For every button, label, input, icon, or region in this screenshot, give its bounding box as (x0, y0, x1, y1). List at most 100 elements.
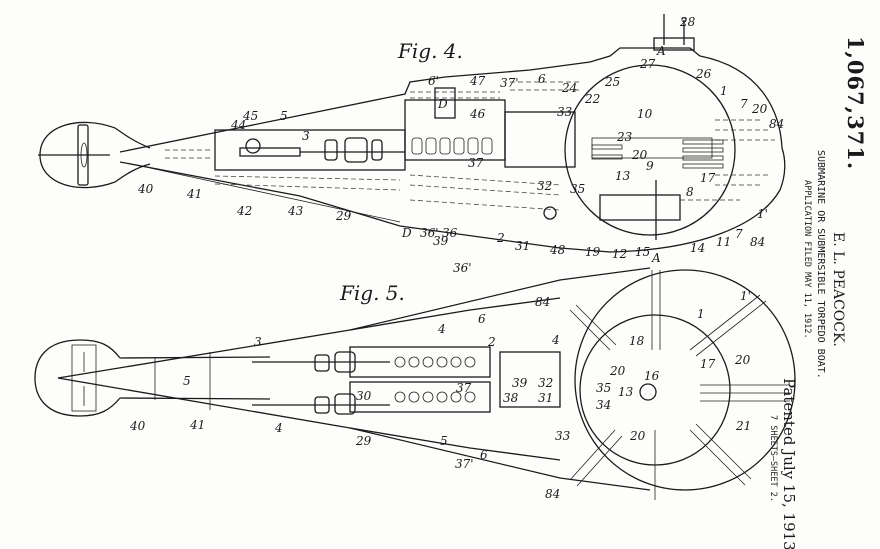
fig4-periscope-cap (681, 17, 687, 23)
fig5-motor-upper (314, 354, 330, 372)
ref5-6: 6 (478, 312, 486, 326)
ref-29: 29 (335, 209, 352, 223)
ref-32: 32 (537, 179, 552, 193)
ref5-6b: 6 (480, 448, 488, 462)
ref-A: A (656, 44, 666, 58)
ref-6: 6 (538, 72, 546, 86)
ref5-5: 5 (183, 374, 191, 388)
ref-D: D (401, 226, 412, 240)
ref-48: 48 (549, 243, 566, 257)
ref5-16: 16 (644, 369, 660, 383)
ref-7b: 7 (735, 227, 743, 241)
ref-25: 25 (604, 75, 620, 89)
fig4-conning-tower (653, 37, 695, 51)
ref-84: 84 (769, 117, 784, 131)
ref-37: 37 (468, 156, 484, 170)
inventor-name: E. L. PEACOCK. (830, 232, 846, 347)
fig4-stern-upper (39, 121, 151, 156)
fig5-torpedo-tubes (569, 270, 790, 500)
ref5-31: 31 (538, 391, 553, 405)
ref-26: 26 (695, 67, 712, 81)
fig5-motor-lower (314, 396, 330, 414)
figure-4-caption: Fig. 4. (397, 39, 463, 63)
ref-84b: 84 (750, 235, 765, 249)
ref5-84: 84 (535, 295, 550, 309)
ref-36: 36 (442, 226, 458, 240)
fig5-outer-hull-lower (349, 427, 651, 491)
fig4-engine-room (214, 129, 406, 171)
fig5-rudder-frame (71, 344, 97, 412)
ref-6-prime: 6' (428, 74, 439, 88)
fig4-torpedo-tubes (591, 139, 724, 169)
ref-27: 27 (639, 57, 656, 71)
sheet-info: 7 SHEETS—SHEET 2. (768, 415, 778, 502)
ref-17: 17 (700, 171, 716, 185)
ref-42: 42 (236, 204, 252, 218)
ref-20b: 20 (631, 148, 648, 162)
ref5-38: 38 (503, 391, 519, 405)
ref-36-prime-b: 36' (453, 261, 472, 275)
ref-43: 43 (287, 204, 304, 218)
ref-1-prime: 1' (757, 207, 768, 221)
figure-5-drawing: Fig. 5. (34, 267, 796, 501)
ref-1: 1 (720, 84, 728, 98)
ref-47: 47 (469, 74, 486, 88)
ref-31: 31 (515, 239, 530, 253)
ref-37-prime: 37' (500, 76, 519, 90)
ref5-13: 13 (618, 385, 634, 399)
patent-title: SUBMARINE OR SUBMERSIBLE TORPEDO BOAT. (815, 150, 826, 379)
ref-11: 11 (716, 235, 731, 249)
ref-40: 40 (137, 182, 154, 196)
ref5-29: 29 (355, 434, 372, 448)
fig4-hull-upper (119, 47, 783, 153)
fig4-motor-2 (344, 137, 368, 163)
fig4-keel-line (149, 167, 401, 223)
fig5-hull-upper (57, 297, 561, 379)
ref-14: 14 (690, 241, 705, 255)
fig4-motor-3 (371, 139, 383, 161)
ref5-84b: 84 (545, 487, 560, 501)
fig5-control-room (499, 351, 561, 408)
fig5-generator-upper (334, 351, 356, 373)
ref-13: 13 (615, 169, 631, 183)
fig4-cabin (504, 111, 576, 168)
fig4-battery-cells (411, 137, 493, 155)
application-filed-date: APPLICATION FILED MAY 11, 1912. (802, 180, 812, 339)
ref5-33: 33 (555, 429, 571, 443)
ref-3: 3 (302, 129, 310, 143)
fig4-pump-48 (543, 206, 557, 220)
ref5-39: 39 (512, 376, 528, 390)
ref5-17: 17 (700, 357, 716, 371)
ref-35: 35 (570, 182, 585, 196)
ref5-30: 30 (356, 389, 372, 403)
fig5-outer-hull-upper (349, 267, 651, 331)
ref-28: 28 (679, 15, 696, 29)
fig5-generator-lower (334, 393, 356, 415)
ref5-5b: 5 (440, 434, 448, 448)
ref-19: 19 (585, 245, 601, 259)
ref-8: 8 (686, 185, 694, 199)
ref5-18: 18 (629, 334, 645, 348)
ref5-4: 4 (437, 322, 446, 336)
ref-9: 9 (646, 159, 654, 173)
ref-23: 23 (616, 130, 633, 144)
ref-33: 33 (557, 105, 573, 119)
ref-10: 10 (637, 107, 653, 121)
ref5-34: 34 (596, 398, 611, 412)
ref5-4b: 4 (551, 333, 560, 347)
fig5-center-hatch-13 (639, 383, 657, 401)
patent-number: 1,067,371. (843, 36, 868, 171)
ref-44: 44 (230, 118, 246, 132)
fig5-outer-disk (574, 269, 796, 491)
ref5-4c: 4 (274, 421, 283, 435)
ref-41: 41 (186, 187, 202, 201)
ref-2: 2 (496, 231, 505, 245)
ref-15: 15 (635, 245, 650, 259)
ref5-41: 41 (189, 418, 205, 432)
fig4-battery-12 (599, 194, 681, 221)
fig4-ballast-water (165, 81, 775, 211)
fig4-stern-lower (39, 154, 151, 189)
ref5-1-prime: 1' (740, 289, 751, 303)
